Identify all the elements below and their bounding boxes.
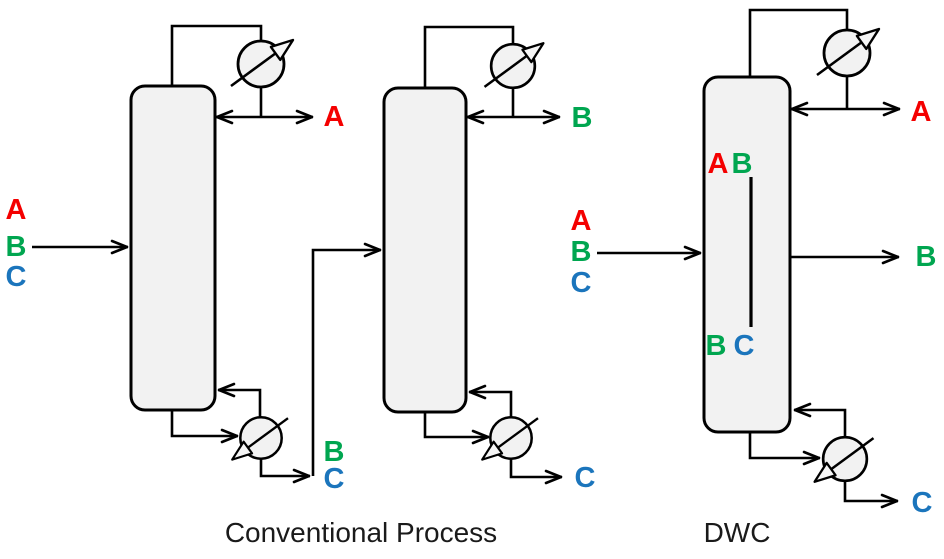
overhead-vapor-line <box>748 8 849 77</box>
conventional-column-1: A A B C B C <box>6 24 345 495</box>
dwc-bottoms-label: C <box>912 487 933 519</box>
bottoms-to-reboiler-line <box>748 432 821 466</box>
conventional-process-caption: Conventional Process <box>225 517 497 548</box>
column-shell <box>129 84 217 412</box>
reboiler-icon <box>230 416 290 461</box>
dwc-side-product-label: B <box>916 241 937 273</box>
overhead-vapor-line <box>423 25 515 88</box>
conventional-column-2: B C <box>311 25 596 494</box>
dwc-feed-label-c: C <box>571 267 592 299</box>
dwc-feed-label-b: B <box>571 236 592 268</box>
overhead-vapor-line <box>170 24 263 86</box>
reboiler-icon <box>480 416 540 461</box>
column1-bottoms-label-b: B <box>324 436 345 468</box>
condenser-icon <box>483 41 545 90</box>
column-shell <box>702 75 792 434</box>
bottoms-product-line <box>259 458 311 484</box>
column2-distillate-label: B <box>572 102 593 134</box>
dwc-column: A A B B C A B C B C <box>571 8 937 519</box>
dwc-feed-label-a: A <box>571 205 592 237</box>
column2-bottoms-label: C <box>575 462 596 494</box>
feed-label-c: C <box>6 261 27 293</box>
bottoms-to-reboiler-line <box>170 410 239 444</box>
boilup-return-line <box>468 384 513 418</box>
condenser-icon <box>229 38 295 89</box>
column1-bottoms-label-c: C <box>324 463 345 495</box>
boilup-return-line <box>217 382 262 418</box>
bottoms-product-line <box>509 458 563 485</box>
feed-label-a: A <box>6 194 27 226</box>
bottoms-to-reboiler-line <box>423 412 490 445</box>
boilup-return-line <box>793 402 847 438</box>
condenser-icon <box>815 27 881 78</box>
wall-top-label-b: B <box>732 148 753 180</box>
bottoms-product-line <box>843 481 899 509</box>
dwc-distillate-label: A <box>911 96 932 128</box>
wall-bottom-label-c: C <box>734 330 755 362</box>
feed-label-b: B <box>6 231 27 263</box>
wall-top-label-a: A <box>708 148 729 180</box>
wall-bottom-label-b: B <box>706 330 727 362</box>
column-shell <box>382 86 468 414</box>
dwc-caption: DWC <box>704 517 771 548</box>
reboiler-icon <box>813 435 875 484</box>
column1-distillate-label: A <box>324 101 345 133</box>
interconnect-feed-line <box>311 242 382 476</box>
